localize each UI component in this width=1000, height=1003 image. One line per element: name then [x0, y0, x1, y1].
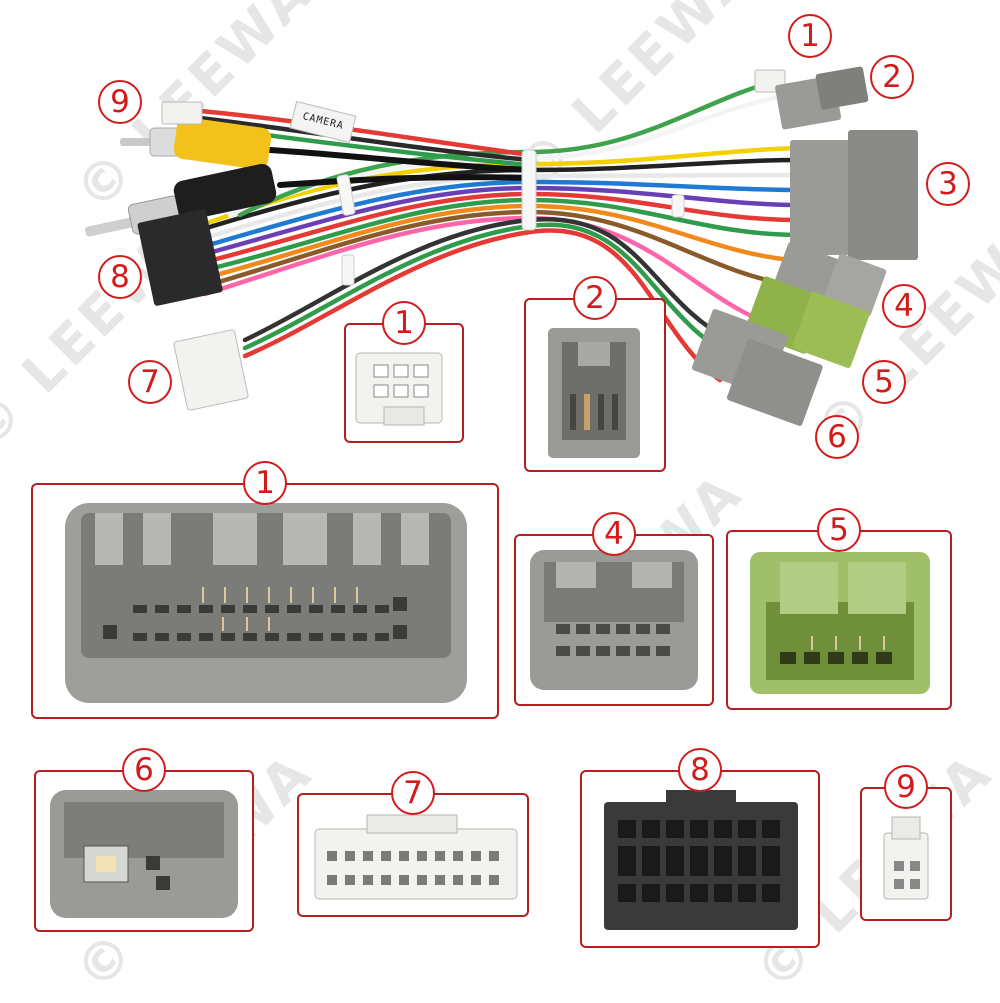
panel-number: 1	[382, 301, 426, 345]
panel-number: 8	[678, 748, 722, 792]
grey-connector-6-image	[50, 790, 238, 918]
connector-detail-6: 6	[34, 748, 254, 932]
connector-detail-5: 5	[726, 508, 952, 710]
large-grey-connector-image	[65, 503, 467, 703]
callout-7: 7	[128, 360, 172, 404]
connector-detail-2: 2	[524, 276, 666, 472]
panel-number: 7	[391, 771, 435, 815]
grey-connector-4-image	[530, 550, 698, 690]
callout-1: 1	[788, 14, 832, 58]
connector-detail-4: 4	[514, 512, 714, 706]
panel-number: 4	[592, 512, 636, 556]
panel-number: 2	[573, 276, 617, 320]
panel-number: 6	[122, 748, 166, 792]
connector-detail-7: 7	[297, 771, 529, 917]
connector-detail-9: 9	[860, 765, 952, 921]
panel-number: 9	[884, 765, 928, 809]
connector-detail-1-large: 1	[31, 461, 499, 719]
callout-9: 9	[98, 80, 142, 124]
small-white-connector-image	[883, 816, 929, 900]
callout-2: 2	[870, 55, 914, 99]
panel-number: 5	[817, 508, 861, 552]
white-connector-image	[355, 352, 443, 426]
callout-6: 6	[815, 415, 859, 459]
callout-4: 4	[882, 284, 926, 328]
grey-connector-image	[548, 328, 640, 458]
black-connector-image	[604, 790, 798, 930]
panel-number: 1	[243, 461, 287, 505]
wiring-harness-photo	[85, 66, 918, 426]
green-connector-image	[750, 552, 930, 694]
callout-5: 5	[862, 360, 906, 404]
callout-3: 3	[926, 162, 970, 206]
callout-8: 8	[98, 255, 142, 299]
connector-detail-1-small: 1	[344, 301, 464, 443]
white-multi-pin-connector-image	[314, 814, 518, 900]
connector-detail-8: 8	[580, 748, 820, 948]
